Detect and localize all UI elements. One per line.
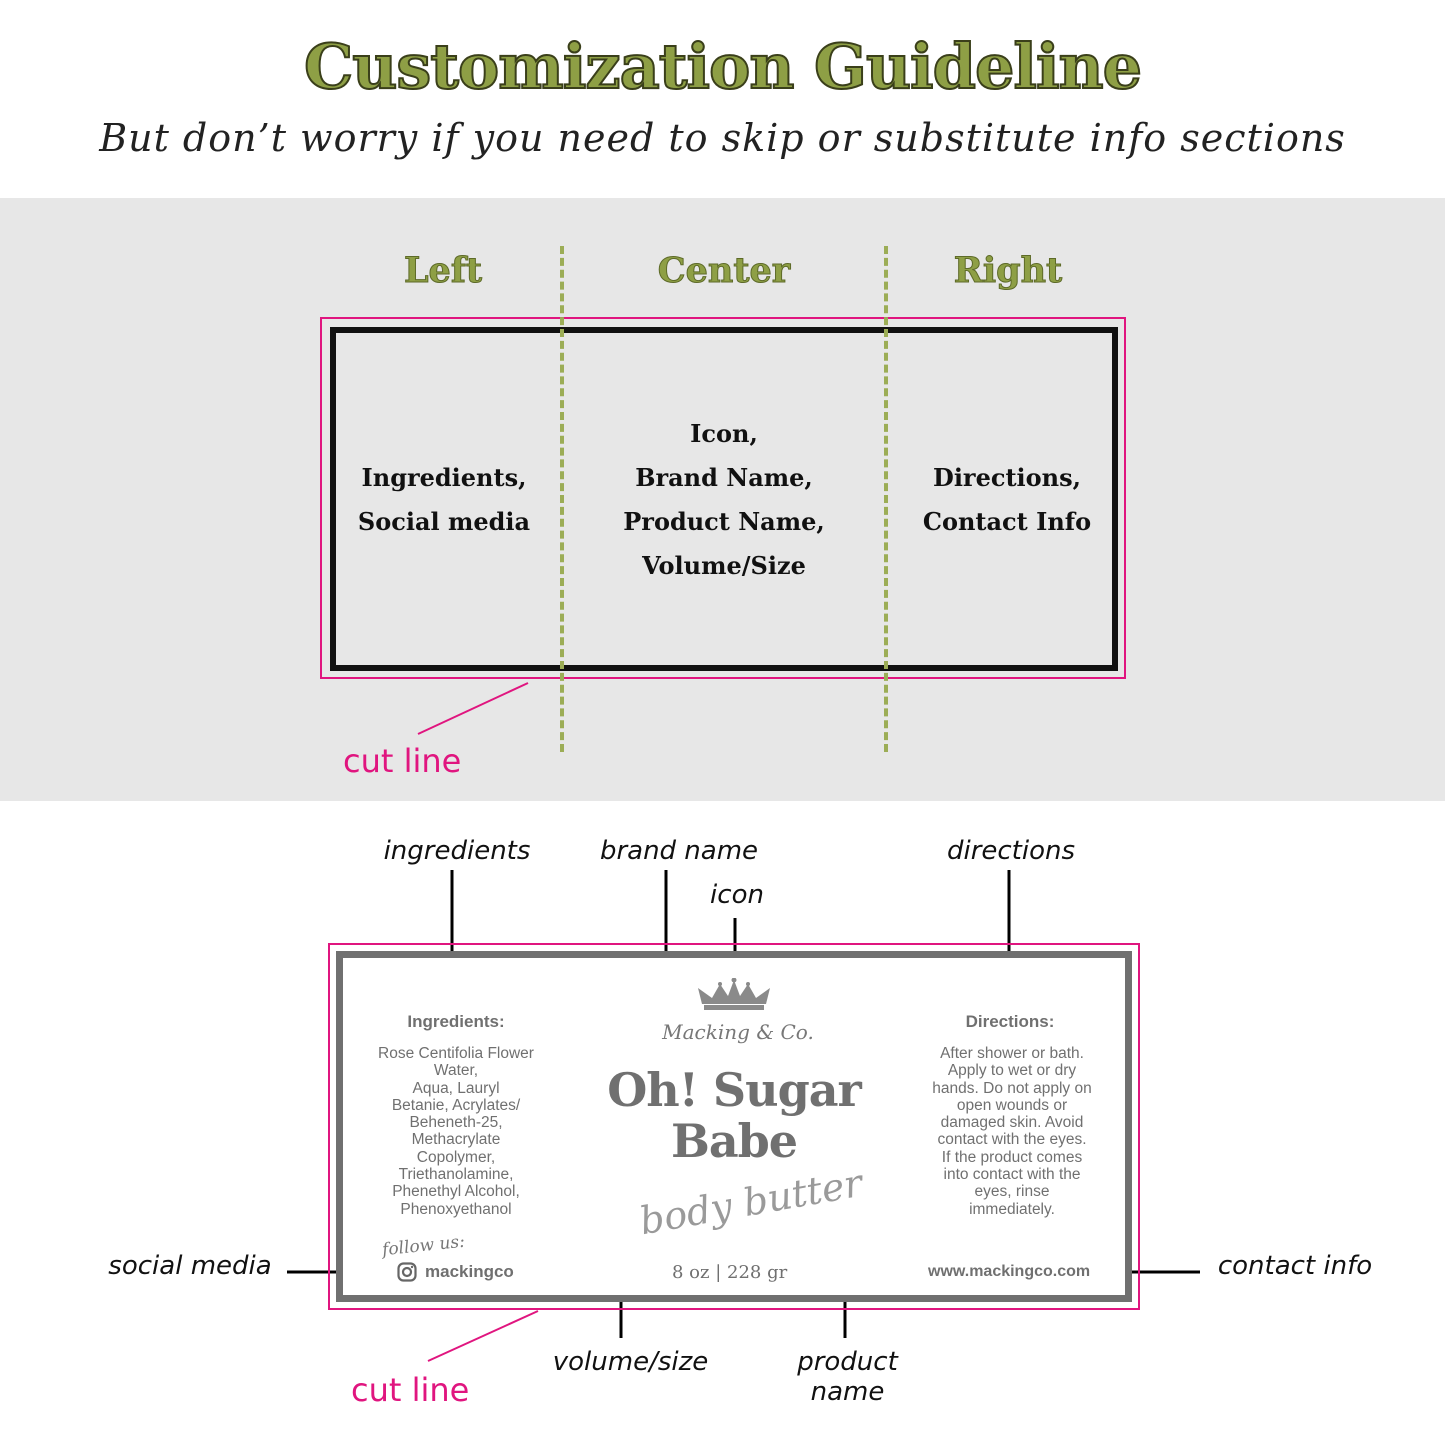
directions-line: immediately. xyxy=(969,1200,1055,1218)
zone-left-text: Ingredients, Social media xyxy=(338,456,550,544)
divider-left-center xyxy=(560,246,564,752)
zone-center-line: Brand Name, xyxy=(635,463,813,492)
cut-line-pointer-top xyxy=(417,682,529,735)
ingredients-heading: Ingredients: xyxy=(407,1012,505,1031)
ingredient-line: Aqua, Lauryl xyxy=(412,1079,500,1097)
annotation-product-name: product name xyxy=(780,1347,915,1407)
directions-heading: Directions: xyxy=(965,1012,1055,1031)
zone-center-line: Volume/Size xyxy=(642,551,806,580)
zone-center-line: Icon, xyxy=(690,419,758,448)
ingredient-line: Methacrylate xyxy=(411,1131,501,1149)
zone-right-line: Contact Info xyxy=(922,507,1092,536)
annotation-icon: icon xyxy=(710,880,764,910)
website: www.mackingco.com xyxy=(928,1263,1091,1280)
cut-line-label-bottom: cut line xyxy=(351,1371,470,1409)
directions-line: eyes, rinse xyxy=(974,1183,1050,1201)
ingredient-line: Triethanolamine, xyxy=(398,1166,514,1184)
zone-left-line: Social media xyxy=(357,507,531,536)
directions-line: After shower or bath. xyxy=(940,1045,1084,1062)
zone-center-line: Product Name, xyxy=(623,507,825,536)
annotation-product-name-line: product xyxy=(797,1347,898,1377)
annotation-directions: directions xyxy=(946,836,1076,866)
annotation-social-media: social media xyxy=(108,1251,272,1281)
product-name-line1: Oh! Sugar xyxy=(607,1063,862,1117)
ingredient-line: Betanie, Acrylates/ xyxy=(391,1096,521,1114)
directions-line: If the product comes xyxy=(941,1148,1083,1166)
cut-line-pointer-bottom xyxy=(427,1310,539,1362)
volume-size: 8 oz | 228 gr xyxy=(672,1262,788,1283)
annotation-volume-size: volume/size xyxy=(552,1347,709,1377)
directions-line: contact with the eyes. xyxy=(937,1131,1087,1149)
annotation-product-name-line: name xyxy=(810,1377,885,1407)
ingredient-line: Water, xyxy=(433,1062,479,1080)
zone-center-text: Icon, Brand Name, Product Name, Volume/S… xyxy=(574,412,874,588)
column-heading-center: Center xyxy=(657,250,791,292)
directions-text: After shower or bath. Apply to wet or dr… xyxy=(912,1045,1112,1218)
zone-left-line: Ingredients, xyxy=(361,463,527,492)
directions-line: damaged skin. Avoid xyxy=(940,1114,1084,1132)
directions-line: hands. Do not apply on xyxy=(932,1079,1092,1097)
directions-line: open wounds or xyxy=(956,1096,1068,1114)
column-heading-left: Left xyxy=(403,250,483,292)
divider-center-right xyxy=(884,246,888,752)
annotation-contact-info: contact info xyxy=(1217,1251,1373,1281)
column-heading-right: Right xyxy=(953,250,1063,292)
brand-name: Macking & Co. xyxy=(662,1020,814,1044)
crown-icon xyxy=(694,977,774,1012)
annotation-brand-name: brand name xyxy=(599,836,759,866)
cut-line-outline xyxy=(320,317,1126,679)
directions-line: Apply to wet or dry xyxy=(947,1062,1077,1080)
instagram-icon xyxy=(397,1262,417,1282)
social-handle: mackingco xyxy=(425,1262,514,1281)
ingredients-list: Rose Centifolia Flower Water, Aqua, Laur… xyxy=(362,1045,550,1218)
ingredient-line: Copolymer, xyxy=(416,1148,496,1166)
label-outline xyxy=(330,327,1118,671)
page-title: Customization Guideline xyxy=(303,29,1143,104)
layout-diagram-panel xyxy=(0,198,1445,801)
product-name-line2: Babe xyxy=(670,1114,798,1168)
cut-line-label-top: cut line xyxy=(343,742,462,780)
zone-right-text: Directions, Contact Info xyxy=(898,456,1116,544)
ingredient-line: Phenoxyethanol xyxy=(400,1200,512,1218)
zone-right-line: Directions, xyxy=(933,463,1081,492)
sample-cut-outline xyxy=(328,943,1140,1310)
ingredient-line: Rose Centifolia Flower xyxy=(378,1045,534,1062)
ingredient-line: Beheneth-25, xyxy=(409,1114,503,1132)
page-subtitle: But don’t worry if you need to skip or s… xyxy=(99,116,1346,160)
annotation-ingredients: ingredients xyxy=(383,836,531,866)
ingredient-line: Phenethyl Alcohol, xyxy=(392,1183,520,1201)
directions-line: into contact with the xyxy=(943,1166,1081,1184)
